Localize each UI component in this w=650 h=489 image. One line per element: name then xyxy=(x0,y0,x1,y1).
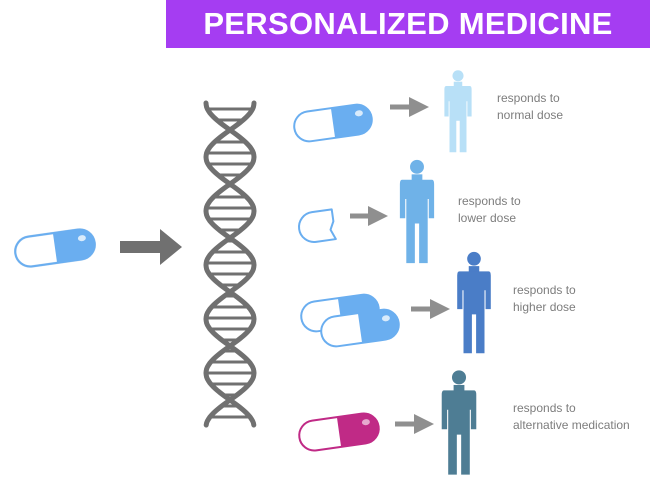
person-silhouette-icon xyxy=(399,159,435,264)
person-silhouette-icon xyxy=(457,251,491,354)
outcome-label-alternative-medication: responds to alternative medication xyxy=(513,400,630,434)
capsule-icon xyxy=(298,412,380,452)
dna-helix-icon xyxy=(203,100,257,428)
capsule-icon xyxy=(13,228,97,268)
outcome-label-line: responds to xyxy=(458,194,521,208)
capsule-icon xyxy=(320,308,400,348)
outcome-label-line: normal dose xyxy=(497,108,564,122)
dna-strand xyxy=(203,100,257,428)
person-silhouette-icon xyxy=(444,70,472,153)
outcome-label-higher-dose: responds to higher dose xyxy=(513,282,576,316)
title-banner-background xyxy=(166,0,650,48)
dna-strand xyxy=(203,100,257,428)
outcome-label-line: lower dose xyxy=(458,211,517,225)
outcome-label-line: alternative medication xyxy=(513,418,630,432)
outcome-label-normal-dose: responds to normal dose xyxy=(497,90,563,124)
page-title: PERSONALIZED MEDICINE xyxy=(203,6,613,41)
capsule-icon xyxy=(293,103,373,143)
capsule-icon xyxy=(298,208,337,243)
arrow-right-icon xyxy=(120,229,182,265)
outcome-label-lower-dose: responds to lower dose xyxy=(458,193,521,227)
person-silhouette-icon xyxy=(441,370,477,475)
outcome-label-line: responds to xyxy=(513,283,576,297)
outcome-label-line: higher dose xyxy=(513,300,576,314)
outcome-label-line: responds to xyxy=(497,91,560,105)
title-banner: PERSONALIZED MEDICINE xyxy=(166,0,650,48)
outcome-label-line: responds to xyxy=(513,401,576,415)
